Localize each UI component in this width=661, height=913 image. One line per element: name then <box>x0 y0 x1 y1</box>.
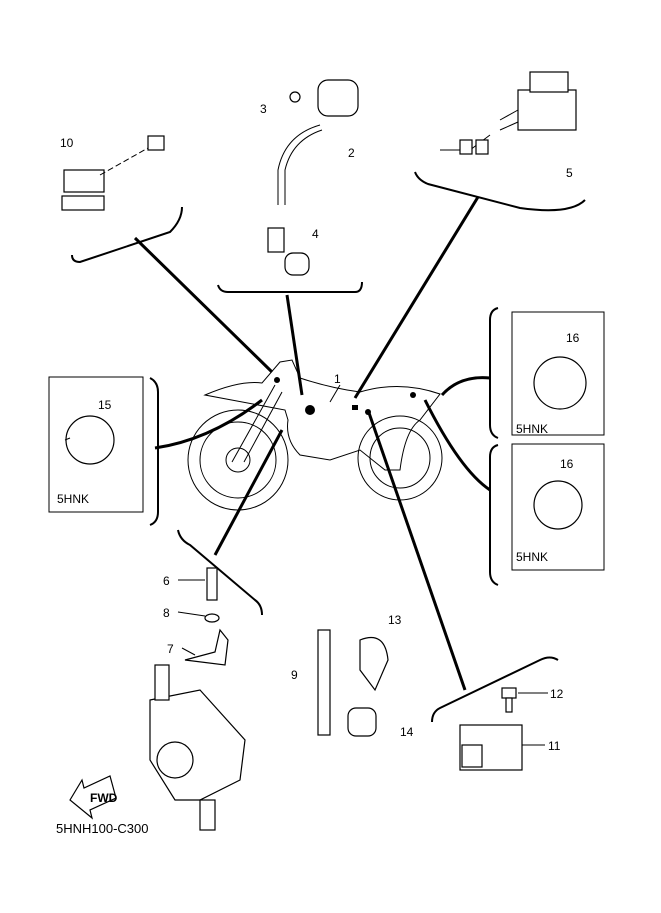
part-5-cdi-unit <box>440 71 577 155</box>
group-brackets <box>71 171 586 723</box>
part-11-relay <box>459 724 523 771</box>
model-tag: 5HNK <box>516 550 548 564</box>
callout-13: 13 <box>388 613 402 627</box>
part-15-lamp <box>64 415 115 465</box>
callout-1: 1 <box>334 372 341 386</box>
part-box-16-bottom <box>511 443 605 571</box>
callout-4: 4 <box>312 227 319 241</box>
fwd-label: FWD <box>90 791 118 805</box>
callout-5: 5 <box>566 166 573 180</box>
callout-16: 16 <box>560 457 574 471</box>
part-box-16-top <box>511 311 605 436</box>
fwd-arrow-icon: FWD <box>69 775 118 820</box>
callout-16: 16 <box>566 331 580 345</box>
callout-14: 14 <box>400 725 414 739</box>
part-12-bolt <box>501 687 517 713</box>
part-16-lamp-top <box>533 356 587 410</box>
part-9-cable-tie <box>317 629 331 736</box>
callout-11: 11 <box>548 739 561 753</box>
callout-12: 12 <box>550 687 564 701</box>
part-10-sensor <box>61 135 165 211</box>
callout-2: 2 <box>348 146 355 160</box>
callout-3: 3 <box>260 102 267 116</box>
part-13-clamp <box>359 636 389 692</box>
callout-8: 8 <box>163 606 170 620</box>
callout-6: 6 <box>163 574 170 588</box>
drawing-code: 5HNH100-C300 <box>56 821 149 836</box>
part-carburetor <box>149 567 246 831</box>
model-tag: 5HNK <box>57 492 89 506</box>
leader-lines <box>133 196 491 691</box>
model-tag: 5HNK <box>516 422 548 436</box>
callout-9: 9 <box>291 668 298 682</box>
part-14-clamp <box>347 707 377 737</box>
callout-10: 10 <box>60 136 74 150</box>
callout-7: 7 <box>167 642 174 656</box>
part-16-lamp-bottom <box>533 480 583 530</box>
part-box-15 <box>48 376 144 513</box>
motorcycle-outline <box>187 359 443 511</box>
part-2-ignition-coil <box>267 79 359 276</box>
callout-15: 15 <box>98 398 112 412</box>
connector-mark <box>274 377 280 383</box>
